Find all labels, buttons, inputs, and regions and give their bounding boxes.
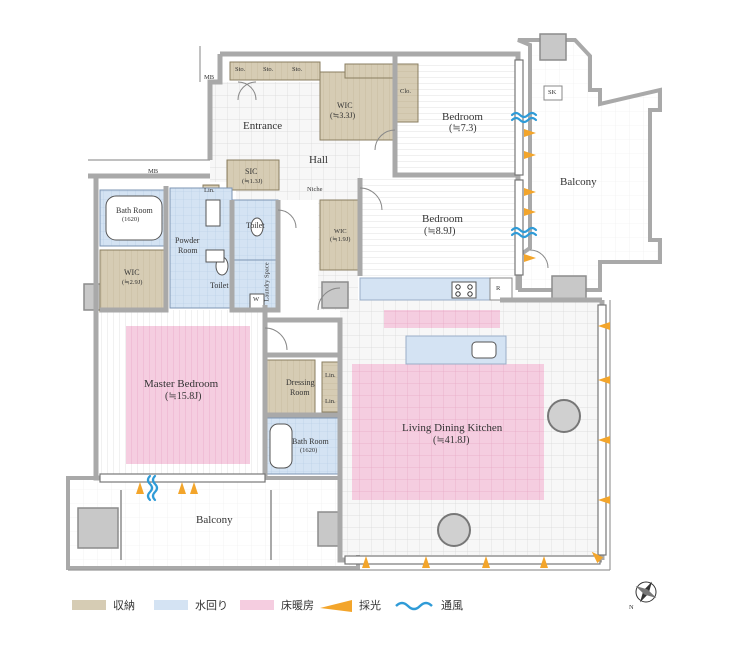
column — [437, 513, 471, 547]
legend-daylight-text: 採光 — [359, 599, 381, 612]
storage-label: Sto. — [292, 66, 303, 73]
storage-label: Sto. — [263, 66, 274, 73]
sink — [471, 341, 497, 359]
cooktop — [451, 281, 477, 299]
column — [547, 399, 581, 433]
washer-label: W — [253, 296, 260, 303]
wic-label: WIC — [337, 101, 353, 110]
closet-label: Clo. — [400, 88, 412, 95]
meter-box-label: MB — [148, 168, 159, 175]
ldk-floor — [321, 277, 600, 555]
legend-storage: 収納 — [113, 597, 135, 613]
balcony-label: Balcony — [560, 176, 597, 188]
bedroom-area: (≒7.3) — [449, 123, 477, 134]
legend-ventilation-text: 通風 — [441, 599, 463, 612]
laundry-space-label: Laundry Space — [263, 262, 271, 302]
compass-north-label: N — [629, 604, 634, 611]
balcony-label: Balcony — [196, 514, 233, 526]
kitchen-floor-heating — [384, 310, 500, 328]
toilet-label: Toilet — [210, 281, 229, 290]
legend-floor-heating: 床暖房 — [281, 597, 314, 613]
thin-lines — [68, 46, 611, 571]
dressing-room-label: Room — [290, 388, 310, 397]
refrigerator-space — [489, 277, 513, 301]
wic-area: (≒3.3J) — [330, 111, 356, 120]
master-bedroom-label: Master Bedroom — [144, 378, 219, 390]
balcony-right-area — [517, 33, 662, 311]
ldk-area: (≒41.8J) — [433, 435, 470, 446]
bedroom-label: Bedroom — [442, 111, 483, 123]
linen-label: Lin. — [204, 187, 215, 194]
bath-room-size: (1620) — [300, 447, 318, 454]
linen-label: Lin. — [325, 372, 336, 379]
legend-storage-swatch — [72, 600, 106, 610]
hall-label: Hall — [309, 154, 328, 166]
sic-label: SIC — [245, 167, 258, 176]
legend-water: 水回り — [195, 597, 228, 613]
ventilation-markers — [146, 111, 538, 502]
master-bedroom-area: (≒15.8J) — [165, 391, 202, 402]
dressing-room-label: Dressing — [286, 378, 315, 387]
bedroom-2-floor — [360, 178, 520, 276]
doors — [237, 81, 549, 351]
legend-floor-heating-text: 床暖房 — [281, 599, 314, 612]
powder-room-label: Powder — [175, 236, 200, 245]
toilet-label: Toilet — [246, 221, 265, 230]
legend-water-text: 水回り — [195, 599, 228, 612]
compass-rose — [635, 581, 657, 603]
bath-room-label: Bath Room — [116, 206, 153, 215]
bath-room-size: (1620) — [122, 216, 140, 223]
entrance-label: Entrance — [243, 120, 283, 132]
legend-water-swatch — [154, 600, 188, 610]
powder-room-label: Room — [178, 246, 198, 255]
meter-box-label: MB — [204, 74, 215, 81]
wic-label: WIC — [124, 268, 140, 277]
linen-label: Lin. — [325, 398, 336, 405]
refrigerator-label: R — [496, 285, 501, 292]
bedroom-area: (≒8.9J) — [424, 226, 456, 237]
legend-storage-text: 収納 — [113, 599, 135, 612]
storage-areas — [99, 61, 419, 416]
water-areas — [99, 187, 339, 475]
legend-daylight: 採光 — [359, 597, 381, 613]
legend-daylight-icon — [320, 600, 352, 612]
wic-area: (≒2.9J) — [122, 279, 143, 286]
slop-sink-label: SK — [548, 89, 557, 96]
master-bedroom-floor — [83, 283, 265, 475]
master-floor-heating — [126, 326, 250, 464]
sic-area: (≒1.3J) — [242, 178, 263, 185]
storage-label: Sto. — [235, 66, 246, 73]
legend-ventilation-icon — [395, 601, 433, 611]
legend-heating-swatch — [240, 600, 274, 610]
legend-ventilation: 通風 — [441, 597, 463, 613]
wic-label: WIC — [334, 228, 347, 235]
bath-room-label: Bath Room — [292, 437, 329, 446]
legend-swatches — [72, 600, 433, 612]
bedroom-label: Bedroom — [422, 213, 463, 225]
wic-area: (≒1.9J) — [330, 236, 351, 243]
niche-label: Niche — [307, 186, 323, 193]
ldk-label: Living Dining Kitchen — [402, 422, 503, 434]
ldk-floor-heating — [352, 364, 544, 500]
